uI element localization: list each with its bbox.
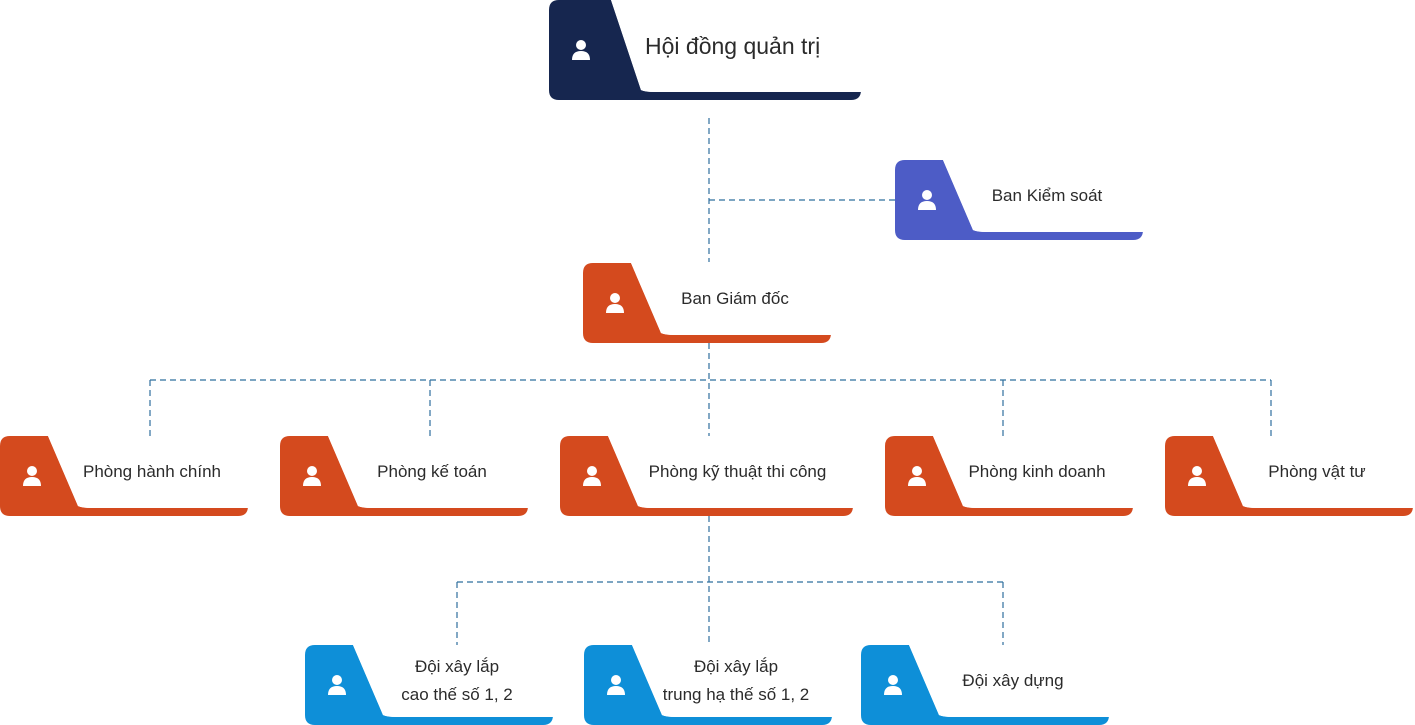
person-icon [883, 674, 903, 696]
person-icon [571, 39, 591, 61]
node-team-high-label-line1: Đội xây lắp [414, 657, 500, 676]
node-accounting: Phòng kế toán [280, 436, 528, 516]
person-icon [327, 674, 347, 696]
node-team-build: Đội xây dựng [861, 645, 1109, 725]
person-icon [917, 189, 937, 211]
node-board-shape [549, 0, 861, 100]
node-team-high-shape [305, 645, 553, 725]
node-board-label: Hội đồng quản trị [645, 33, 821, 59]
node-card-surface [1213, 436, 1413, 508]
node-color-band [560, 436, 853, 516]
person-icon [302, 465, 322, 487]
node-color-band [280, 436, 528, 516]
node-technical-label: Phòng kỹ thuật thi công [648, 462, 827, 481]
node-card-surface [933, 436, 1133, 508]
node-control-label: Ban Kiểm soát [991, 186, 1103, 205]
node-color-band [549, 0, 861, 100]
node-color-band [885, 436, 1133, 516]
node-color-band [583, 263, 831, 343]
person-icon [582, 465, 602, 487]
node-team-high-label-line2: cao thế số 1, 2 [401, 685, 513, 704]
node-color-band [1165, 436, 1413, 516]
node-materials-shape [1165, 436, 1413, 516]
node-color-band [584, 645, 832, 725]
node-accounting-shape [280, 436, 528, 516]
person-icon [605, 292, 625, 314]
node-card-surface [632, 645, 832, 717]
node-admin-shape [0, 436, 248, 516]
node-card-surface [611, 0, 861, 92]
person-icon [907, 465, 927, 487]
node-team-mid-label: Đội xây lắp trung hạ thế số 1, 2 [646, 645, 826, 717]
node-business-label: Phòng kinh doanh [968, 462, 1106, 481]
person-icon [22, 465, 42, 487]
node-director-shape [583, 263, 831, 343]
node-color-band [0, 436, 248, 516]
node-card-surface [909, 645, 1109, 717]
node-control: Ban Kiểm soát [895, 160, 1143, 240]
node-card-surface [48, 436, 248, 508]
node-team-mid-label-line2: trung hạ thế số 1, 2 [662, 685, 810, 704]
node-team-high: Đội xây lắp cao thế số 1, 2 [305, 645, 553, 725]
node-technical: Phòng kỹ thuật thi công [560, 436, 853, 516]
node-card-surface [353, 645, 553, 717]
node-card-surface [328, 436, 528, 508]
node-control-shape [895, 160, 1143, 240]
node-card-surface [943, 160, 1143, 232]
node-color-band [861, 645, 1109, 725]
node-team-build-label: Đội xây dựng [962, 671, 1064, 690]
node-board: Hội đồng quản trị [549, 0, 861, 100]
node-director-label: Ban Giám đốc [681, 289, 789, 308]
node-accounting-label: Phòng kế toán [377, 462, 487, 481]
node-business-shape [885, 436, 1133, 516]
node-team-build-shape [861, 645, 1109, 725]
node-color-band [305, 645, 553, 725]
node-admin-label: Phòng hành chính [82, 462, 221, 481]
person-icon [606, 674, 626, 696]
node-business: Phòng kinh doanh [885, 436, 1133, 516]
node-admin: Phòng hành chính [0, 436, 248, 516]
person-icon [1187, 465, 1207, 487]
node-color-band [895, 160, 1143, 240]
node-team-high-label: Đội xây lắp cao thế số 1, 2 [367, 645, 547, 717]
node-card-surface [608, 436, 853, 508]
node-technical-shape [560, 436, 853, 516]
node-materials: Phòng vật tư [1165, 436, 1413, 516]
node-team-mid-label-line1: Đội xây lắp [693, 657, 779, 676]
node-team-mid-shape [584, 645, 832, 725]
node-card-surface [631, 263, 831, 335]
node-director: Ban Giám đốc [583, 263, 831, 343]
node-materials-label: Phòng vật tư [1268, 462, 1366, 481]
node-team-mid: Đội xây lắp trung hạ thế số 1, 2 [584, 645, 832, 725]
